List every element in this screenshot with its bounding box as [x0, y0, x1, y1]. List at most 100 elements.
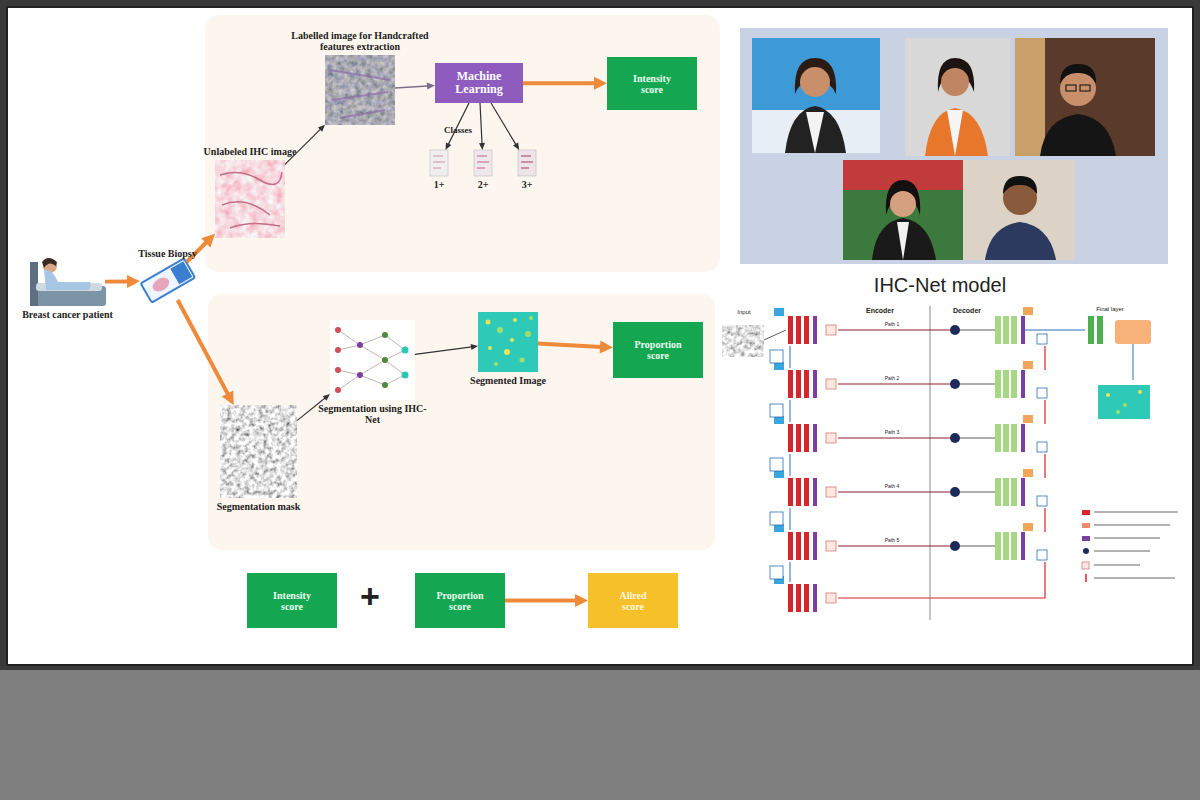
unet-diagram-part	[1083, 548, 1089, 554]
arrow-line	[415, 347, 472, 355]
mask-image	[220, 405, 297, 498]
arrow-head	[575, 594, 588, 607]
arrow-line	[523, 81, 595, 85]
node-text: Machine Learning	[441, 70, 517, 96]
model-label: Encoder	[855, 307, 905, 315]
author-photos-part	[985, 222, 1056, 260]
unet-diagram-part	[774, 576, 836, 612]
author-photos-part	[752, 110, 880, 153]
unet-diagram-part	[774, 416, 836, 452]
unet-diagram-part	[1094, 577, 1175, 579]
network-sketch-part	[335, 347, 341, 353]
unet-diagram-part	[790, 346, 791, 582]
mask-image-part	[220, 405, 297, 498]
flow-arrow	[491, 103, 519, 150]
unet-diagram-part	[774, 470, 836, 506]
arrow-head	[201, 234, 215, 248]
author-photos-part	[963, 160, 1075, 260]
segmented-image-part	[486, 320, 491, 325]
class-node: 2+	[474, 150, 492, 176]
unet-diagram-part	[770, 458, 783, 471]
node-caption: Segmented Image	[458, 375, 558, 386]
node-caption: Breast cancer patient	[8, 309, 128, 320]
path-label: Path 4	[872, 484, 912, 490]
network-sketch-part	[382, 357, 388, 363]
author-photos-part	[1003, 176, 1037, 194]
node-caption: 3+	[515, 179, 539, 190]
network-sketch-part	[357, 372, 363, 378]
biopsy-slide-part	[150, 275, 172, 294]
image-node: Labelled image for Handcrafted features …	[325, 55, 395, 125]
unet-diagram-part	[774, 524, 836, 560]
biopsy-slide-part	[141, 258, 195, 302]
flow-arrow	[285, 125, 325, 165]
arrow-head	[427, 83, 435, 90]
unet-diagram-part	[1094, 511, 1178, 513]
unet-diagram-part	[1133, 344, 1134, 380]
biopsy-slide	[141, 258, 195, 302]
unet-diagram-part	[1082, 562, 1089, 569]
author-photos-part	[872, 218, 936, 260]
network-sketch-part	[338, 330, 405, 390]
arrow-line	[491, 103, 516, 145]
node-text: Proportion score	[633, 339, 683, 361]
node-caption: Segmentation mask	[199, 501, 319, 512]
author-photos-part	[1040, 114, 1116, 156]
unet-diagram-part	[1082, 536, 1090, 541]
unet-diagram-part	[950, 469, 1047, 506]
flow-arrow	[105, 275, 140, 288]
flow-arrow	[415, 344, 478, 354]
unet-diagram-part	[770, 350, 783, 363]
unet-diagram-part	[770, 512, 783, 525]
biopsy-node: Tissue Biopsy	[140, 262, 195, 300]
node-caption: 1+	[427, 179, 451, 190]
author-photos-part	[947, 110, 963, 156]
path-label: Path 3	[872, 430, 912, 436]
patient-node: Breast cancer patient	[30, 258, 105, 306]
arrow-line	[395, 86, 428, 88]
labelled-image-part	[325, 55, 395, 125]
model-label: Input	[724, 309, 764, 316]
result-box: Allred score	[588, 573, 678, 628]
arrow-head	[222, 390, 234, 405]
class-node: 3+	[518, 150, 536, 176]
unet-diagram-part	[950, 523, 1047, 560]
path-label: Path 1	[872, 322, 912, 328]
unet-diagram-part	[1088, 316, 1094, 344]
flow-arrow	[538, 340, 613, 353]
class-node: 1+	[430, 150, 448, 176]
plus-sign: +	[355, 578, 385, 615]
author-photos-part	[785, 106, 846, 153]
flow-panel-part	[205, 15, 720, 272]
unet-diagram-part	[1025, 330, 1085, 331]
unet-diagram-part	[950, 361, 1047, 398]
unet-diagram-part	[930, 306, 931, 620]
unet-diagram-part	[1138, 390, 1142, 394]
author-photos-part	[1066, 85, 1076, 91]
network-sketch-part	[357, 342, 363, 348]
frame-part	[7, 7, 1193, 665]
network-sketch-part	[335, 367, 341, 373]
segmented-image-part	[520, 358, 525, 363]
class-thumbnail-part	[433, 156, 445, 168]
arrow-head	[513, 142, 519, 150]
flow-panel	[205, 15, 720, 550]
arrow-head	[600, 340, 613, 353]
network-sketch-part	[335, 387, 341, 393]
node-caption: 2+	[471, 179, 495, 190]
author-photos-part	[897, 222, 909, 260]
unet-diagram-part	[1123, 403, 1127, 407]
unet-diagram-part	[1115, 320, 1151, 344]
class-thumbnail-part	[430, 150, 448, 176]
node-caption: Tissue Biopsy	[128, 248, 208, 259]
author-photos-part	[1015, 38, 1045, 156]
node-text: Intensity score	[267, 590, 317, 612]
unet-diagram-part	[770, 566, 783, 579]
author-photos-part	[890, 191, 916, 217]
labelled-image	[325, 55, 395, 125]
frame-part	[0, 0, 1200, 670]
flow-arrow	[505, 594, 588, 607]
